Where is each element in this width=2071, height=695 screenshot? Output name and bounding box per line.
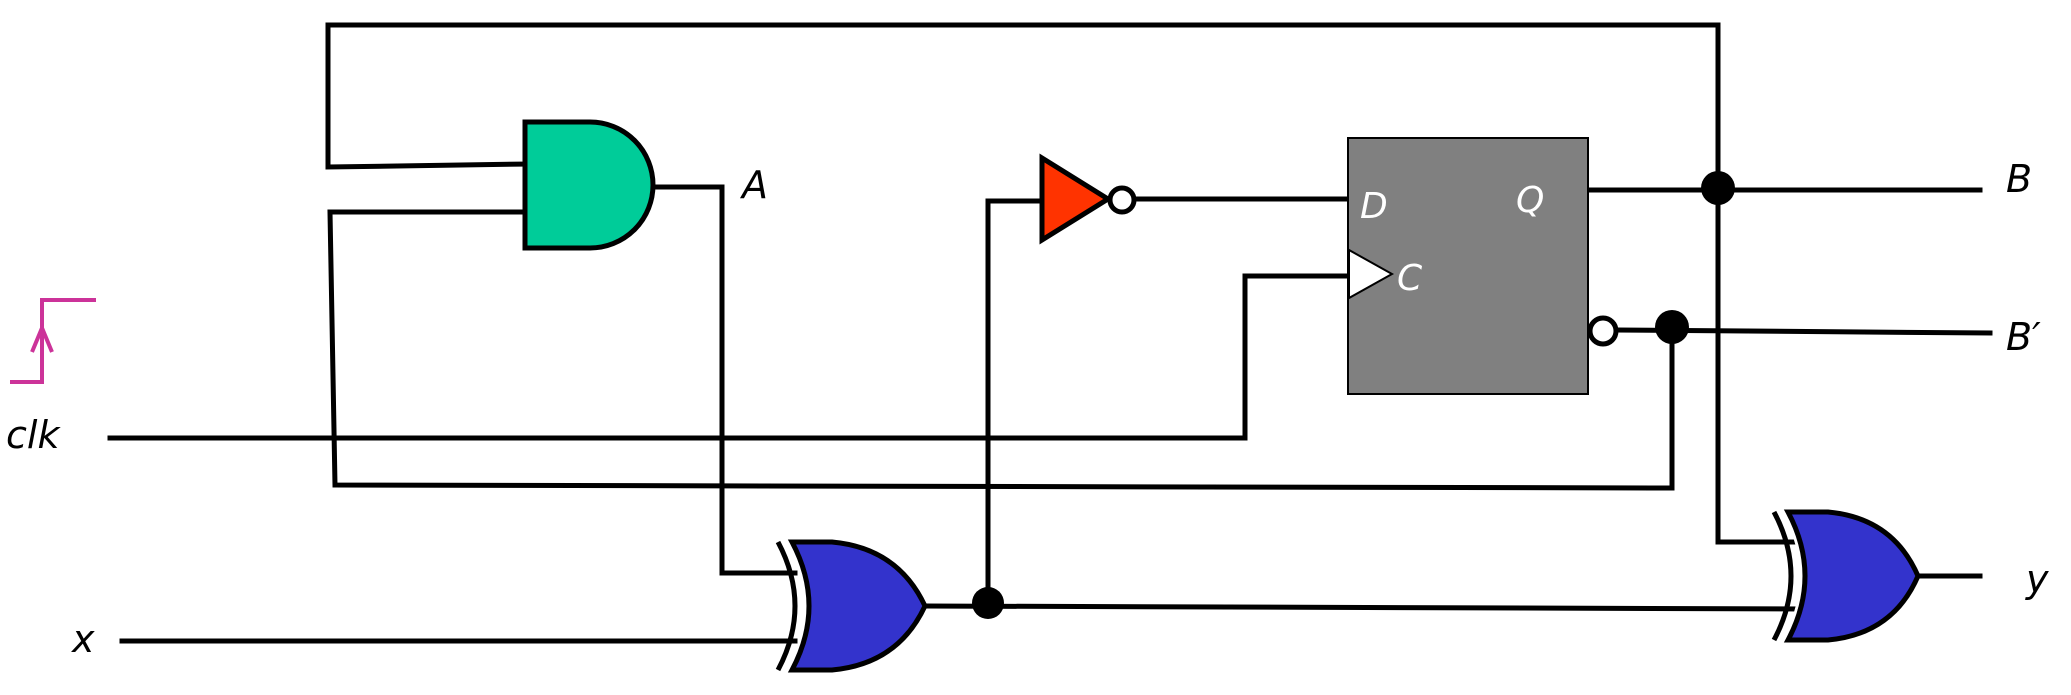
label-clk: clk bbox=[6, 413, 61, 457]
flipflop-body bbox=[1347, 137, 1589, 395]
xor-gate-2 bbox=[1771, 509, 1921, 643]
d-pin-label: D bbox=[1360, 186, 1388, 227]
xor-gate-1-back-arc bbox=[775, 540, 798, 672]
wires bbox=[107, 22, 1993, 644]
wire-to-not bbox=[985, 198, 1043, 606]
label-y: y bbox=[2025, 557, 2049, 601]
xor-gate-1 bbox=[775, 539, 928, 673]
junction-xor1-out bbox=[972, 587, 1004, 619]
label-x: x bbox=[71, 617, 95, 661]
wire-xor1-out bbox=[922, 603, 1803, 612]
xor-gate-2-body bbox=[1783, 509, 1921, 643]
and-gate bbox=[522, 119, 656, 251]
clock-input-triangle bbox=[1348, 248, 1395, 300]
not-gate bbox=[1039, 153, 1137, 245]
label-b: B bbox=[2006, 157, 2032, 201]
label-b-prime: B′ bbox=[2006, 315, 2041, 359]
q-pin-label: Q bbox=[1516, 180, 1544, 221]
d-flipflop: D C Q bbox=[1347, 137, 1619, 395]
wire-feedback-top bbox=[325, 22, 1721, 193]
wire-and-input-2 bbox=[327, 209, 1675, 491]
label-a: A bbox=[739, 163, 768, 207]
wire-a bbox=[653, 184, 798, 576]
clock-rising-edge-icon bbox=[10, 298, 96, 384]
clock-edge-arrow bbox=[30, 322, 54, 360]
xor-gate-2-inner-arc bbox=[1782, 511, 1803, 641]
junction-b bbox=[1701, 171, 1735, 205]
qbar-bubble bbox=[1587, 315, 1619, 347]
junction-b-prime bbox=[1655, 310, 1689, 344]
clock-edge-waveform bbox=[10, 298, 96, 384]
xor-gate-1-inner-arc bbox=[786, 541, 807, 671]
xor-gate-1-body bbox=[787, 539, 928, 673]
wire-clk bbox=[107, 273, 1353, 441]
wire-b-to-xor2 bbox=[1715, 187, 1796, 545]
not-gate-bubble bbox=[1107, 185, 1137, 215]
xor-gate-2-back-arc bbox=[1771, 510, 1794, 642]
c-pin-label: C bbox=[1397, 258, 1423, 299]
not-gate-body bbox=[1039, 153, 1113, 245]
